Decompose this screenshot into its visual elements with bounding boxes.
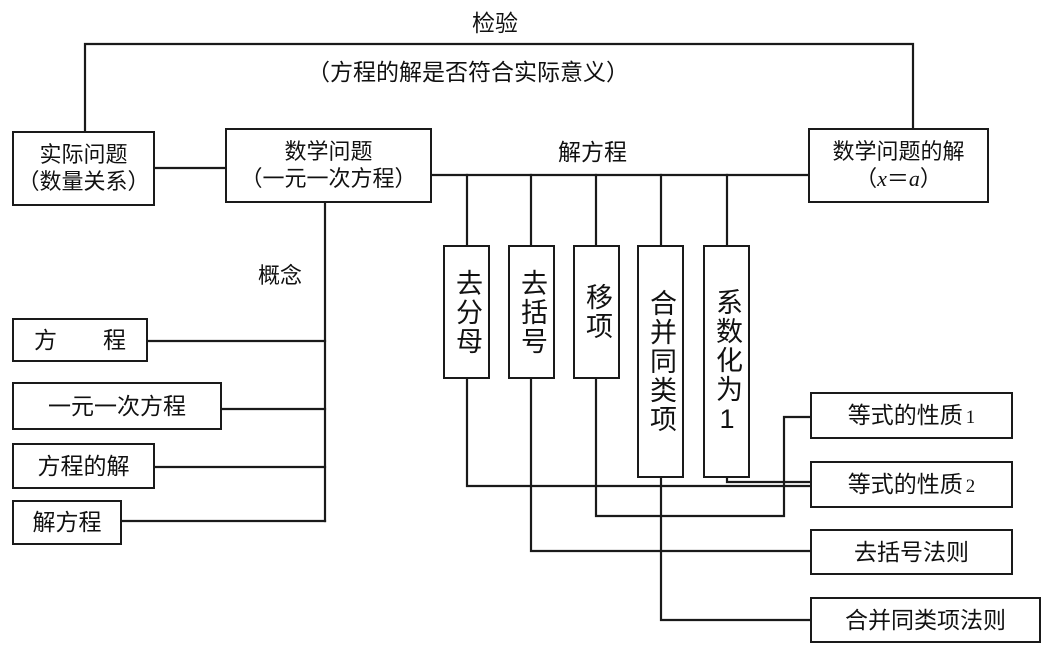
node-concept-solve-equation[interactable]: 解方程 [12,500,122,545]
node-real-problem-line1: 实际问题 [39,141,128,167]
node-rule-combine-like-terms[interactable]: 合并同类项法则 [810,597,1041,643]
label-verification-detail: （方程的解是否符合实际意义） [307,59,629,85]
node-concept-equation-solution[interactable]: 方程的解 [12,443,155,489]
variable-x: x [877,165,887,191]
node-step-remove-denominator[interactable]: 去分母 [443,245,490,379]
wire-step1-to-rule2 [465,377,813,488]
label-concept: 概念 [258,263,303,288]
equals-sign: ＝ [886,165,909,191]
paren-open: （ [855,165,878,191]
node-step-remove-brackets[interactable]: 去括号 [508,245,555,379]
node-concept-3-label: 方程的解 [37,452,130,479]
node-step-2-label: 去括号 [517,268,547,356]
node-rule-1-text: 等式的性质 [847,402,963,429]
paren-close: ） [919,165,942,191]
node-rule-2-number: 2 [965,476,976,498]
node-math-problem-line2: （一元一次方程） [240,165,417,191]
node-concept-equation[interactable]: 方 程 [12,318,148,362]
node-concept-1-label: 方 程 [34,326,126,353]
node-math-solution-line2: （x＝a） [855,166,942,193]
node-concept-2-label: 一元一次方程 [48,392,186,419]
node-concept-4-label: 解方程 [32,509,102,536]
node-concept-linear-equation[interactable]: 一元一次方程 [12,382,222,430]
node-rule-remove-brackets[interactable]: 去括号法则 [810,529,1013,575]
node-rule-3-label: 去括号法则 [854,538,969,565]
node-step-4-label: 合并同类项 [646,289,676,434]
node-rule-2-text: 等式的性质 [847,471,963,498]
node-step-combine-like-terms[interactable]: 合并同类项 [637,245,684,478]
wire-step4-to-rule4 [659,476,813,622]
wire-step2-to-rule3 [529,377,813,553]
node-step-1-label: 去分母 [452,268,482,356]
wire-verification-loop [83,42,915,133]
label-verification: 检验 [472,10,518,36]
node-math-problem-line1: 数学问题 [284,138,373,164]
node-step-5-label: 系数化为1 [712,287,742,436]
node-rule-4-label: 合并同类项法则 [845,606,1006,633]
node-step-coefficient-to-one[interactable]: 系数化为1 [703,245,750,478]
wire-step3-to-rule1 [594,377,813,518]
label-solve-equation: 解方程 [558,139,627,165]
node-step-3-label: 移项 [582,283,612,341]
variable-a: a [908,165,920,191]
node-real-problem-line2: （数量关系） [17,168,150,194]
node-step-transpose[interactable]: 移项 [573,245,620,379]
node-rule-1-number: 1 [965,407,976,429]
node-real-problem[interactable]: 实际问题 （数量关系） [12,131,155,206]
wire-step5-to-rule2 [725,476,813,484]
node-math-solution[interactable]: 数学问题的解 （x＝a） [808,128,989,203]
node-math-solution-line1: 数学问题的解 [832,138,965,164]
node-math-problem[interactable]: 数学问题 （一元一次方程） [225,128,432,203]
